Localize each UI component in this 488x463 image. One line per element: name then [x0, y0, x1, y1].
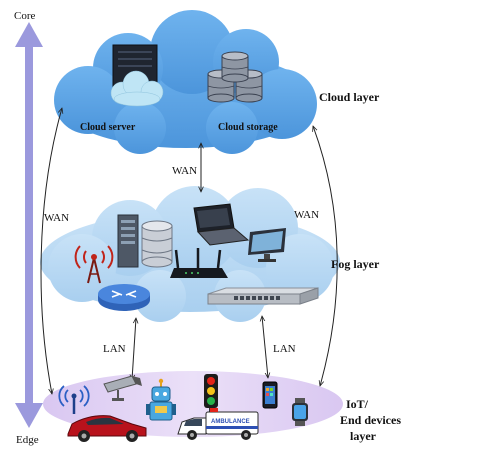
- iot-layer-title: IoT/ End devices layer: [340, 397, 401, 443]
- wan-left-label: WAN: [44, 212, 69, 224]
- cctv-camera-icon: [103, 375, 142, 401]
- axis-edge-label: Edge: [16, 434, 39, 446]
- lan-right-label: LAN: [273, 343, 296, 355]
- iot-title-line1: IoT/: [346, 397, 369, 411]
- wan-right-label: WAN: [294, 209, 319, 221]
- monitor-icon: [248, 228, 286, 262]
- lan-left-link: [132, 318, 136, 380]
- ambulance-text: AMBULANCE: [211, 419, 250, 425]
- lan-left-label: LAN: [103, 343, 126, 355]
- cloud-layer-title: Cloud layer: [319, 90, 380, 104]
- smartwatch-icon: [292, 398, 308, 426]
- network-switch-icon: [207, 287, 319, 305]
- cloud-server-icon: [110, 44, 164, 107]
- cloud-storage-icon: [207, 51, 263, 103]
- car-icon: [67, 415, 147, 442]
- server-rack-icon: [117, 214, 139, 268]
- radio-tower-icon: [74, 245, 114, 284]
- fog-layer-title: Fog layer: [331, 257, 380, 271]
- core-edge-axis: Core Edge: [14, 10, 43, 446]
- connections: [40, 108, 338, 394]
- robot-icon: [146, 378, 176, 421]
- axis-core-label: Core: [14, 10, 36, 22]
- wifi-router-icon: [170, 248, 228, 278]
- wan-right-link: [313, 126, 338, 386]
- antenna-icon: [58, 385, 90, 414]
- laptop-icon: [193, 203, 250, 246]
- iot-title-line2: End devices: [340, 413, 401, 427]
- iot-title-line3: layer: [350, 429, 377, 443]
- cloud-server-label: Cloud server: [80, 122, 136, 133]
- ambulance-icon: AMBULANCE: [177, 408, 259, 440]
- lan-right-link: [262, 316, 268, 378]
- cloud-storage-label: Cloud storage: [218, 122, 278, 133]
- smartphone-icon: [262, 381, 278, 409]
- router-icon: [98, 284, 150, 311]
- wan-center-label: WAN: [172, 165, 197, 177]
- database-icon: [141, 220, 173, 268]
- wan-left-link: [40, 108, 62, 394]
